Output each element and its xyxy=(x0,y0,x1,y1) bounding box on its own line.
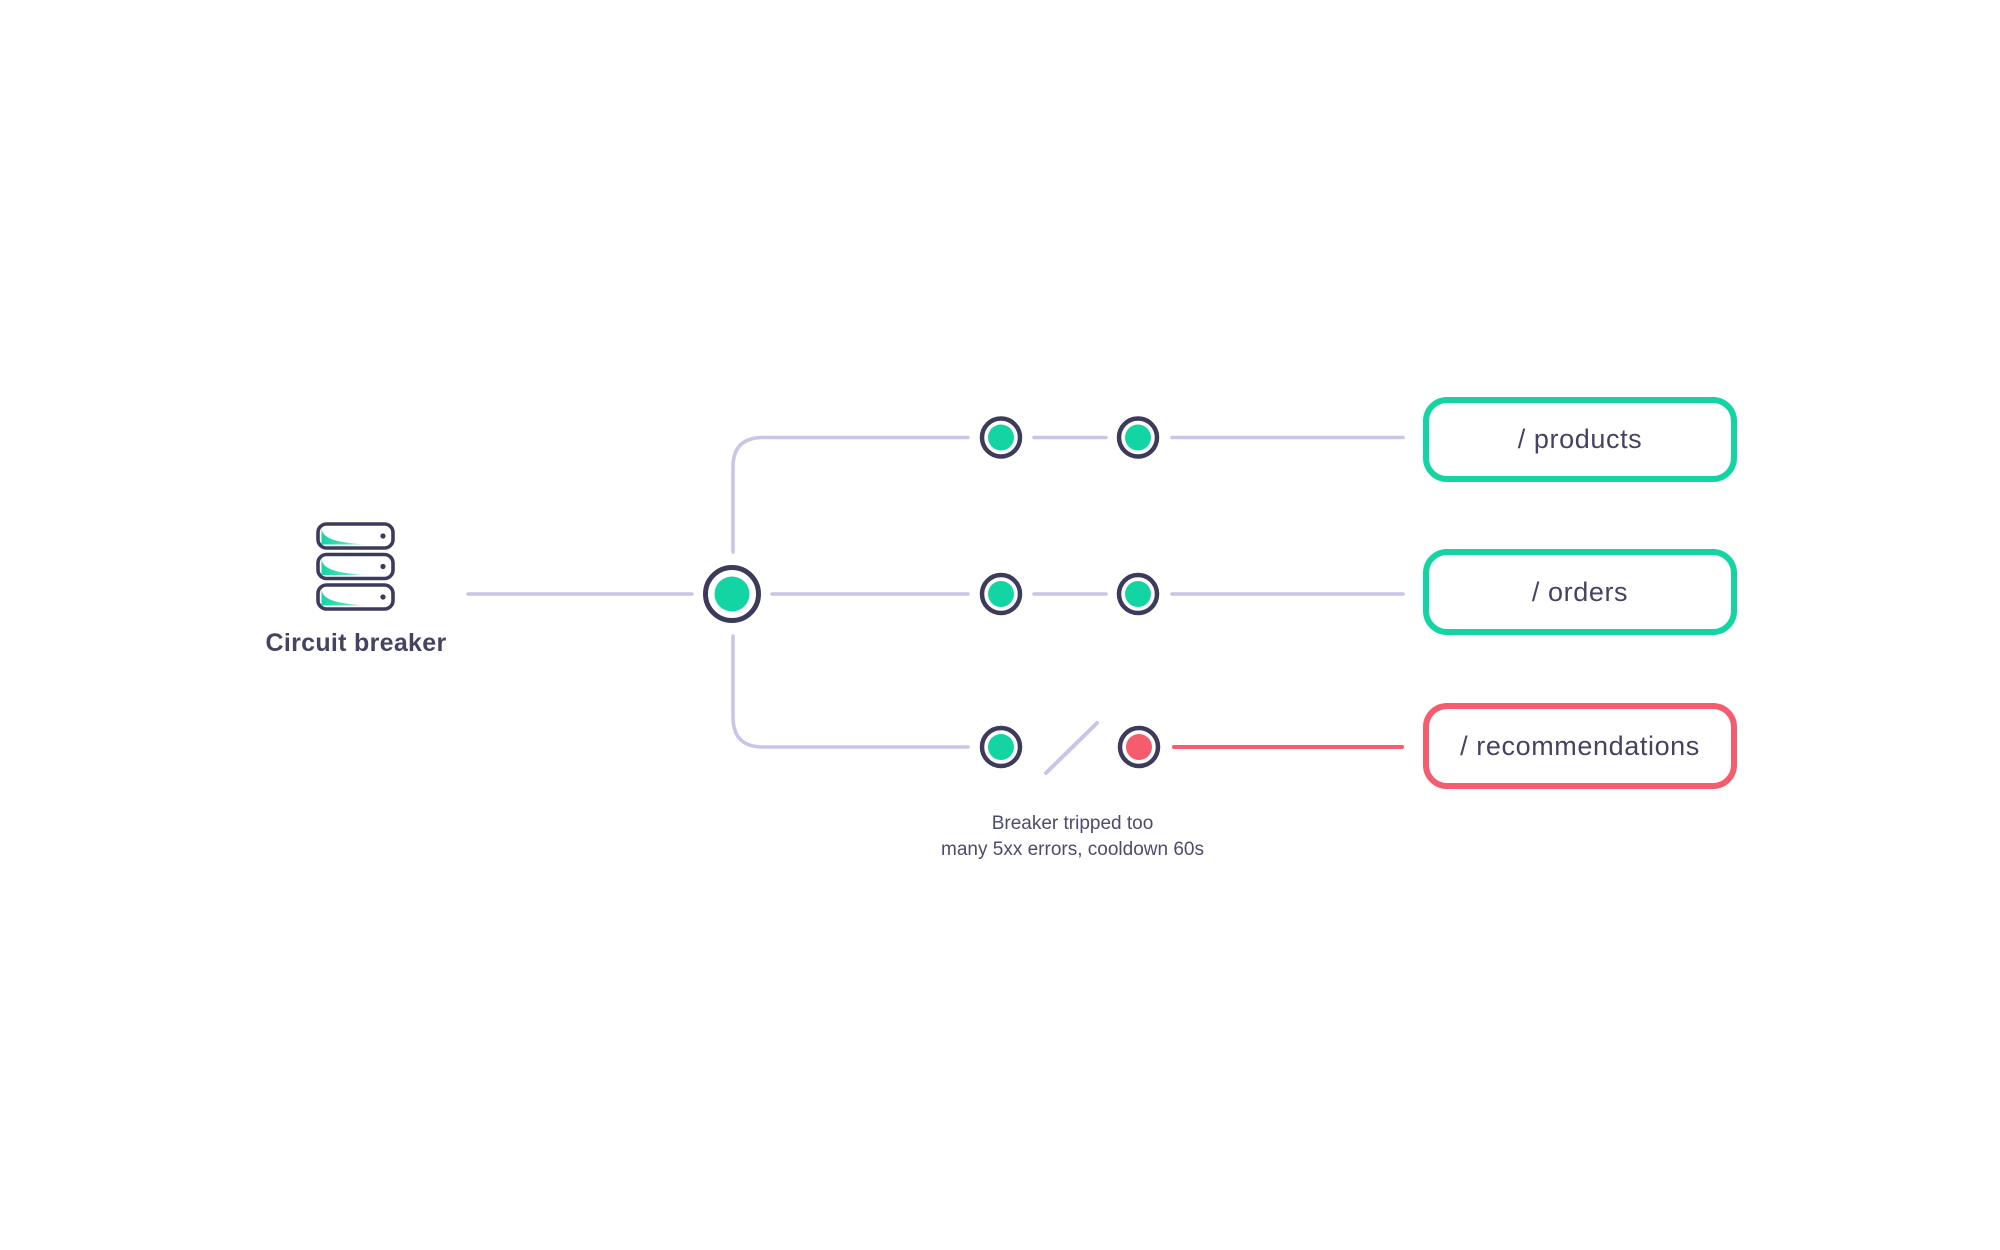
products-node-2-icon xyxy=(1116,416,1160,459)
recommendations-node-ok-icon xyxy=(979,725,1023,769)
endpoint-recommendations-label: / recommendations xyxy=(1460,730,1700,761)
line-branch-products xyxy=(731,435,970,554)
endpoint-products-label: / products xyxy=(1517,424,1643,454)
line-branch-recommendations xyxy=(731,634,970,749)
server-stack-icon xyxy=(316,522,395,611)
circuit-breaker-label: Circuit breaker xyxy=(265,629,447,657)
orders-node-1-icon xyxy=(979,572,1023,616)
breaker-tripped-note-line1: Breaker tripped too xyxy=(991,813,1154,834)
breaker-tripped-note: Breaker tripped too many 5xx errors, coo… xyxy=(900,811,1245,863)
open-switch-slash-icon xyxy=(1044,721,1099,775)
endpoint-recommendations: / recommendations xyxy=(1423,703,1737,789)
recommendations-node-error-icon xyxy=(1117,725,1161,769)
products-node-1-icon xyxy=(979,416,1023,459)
orders-node-2-icon xyxy=(1116,572,1160,616)
endpoint-orders-label: / orders xyxy=(1531,576,1629,607)
endpoint-products: / products xyxy=(1423,397,1737,482)
breaker-node-icon xyxy=(703,565,761,623)
endpoint-orders: / orders xyxy=(1423,549,1737,635)
breaker-tripped-note-line2: many 5xx errors, cooldown 60s xyxy=(941,839,1204,860)
connector-lines xyxy=(466,435,1405,749)
